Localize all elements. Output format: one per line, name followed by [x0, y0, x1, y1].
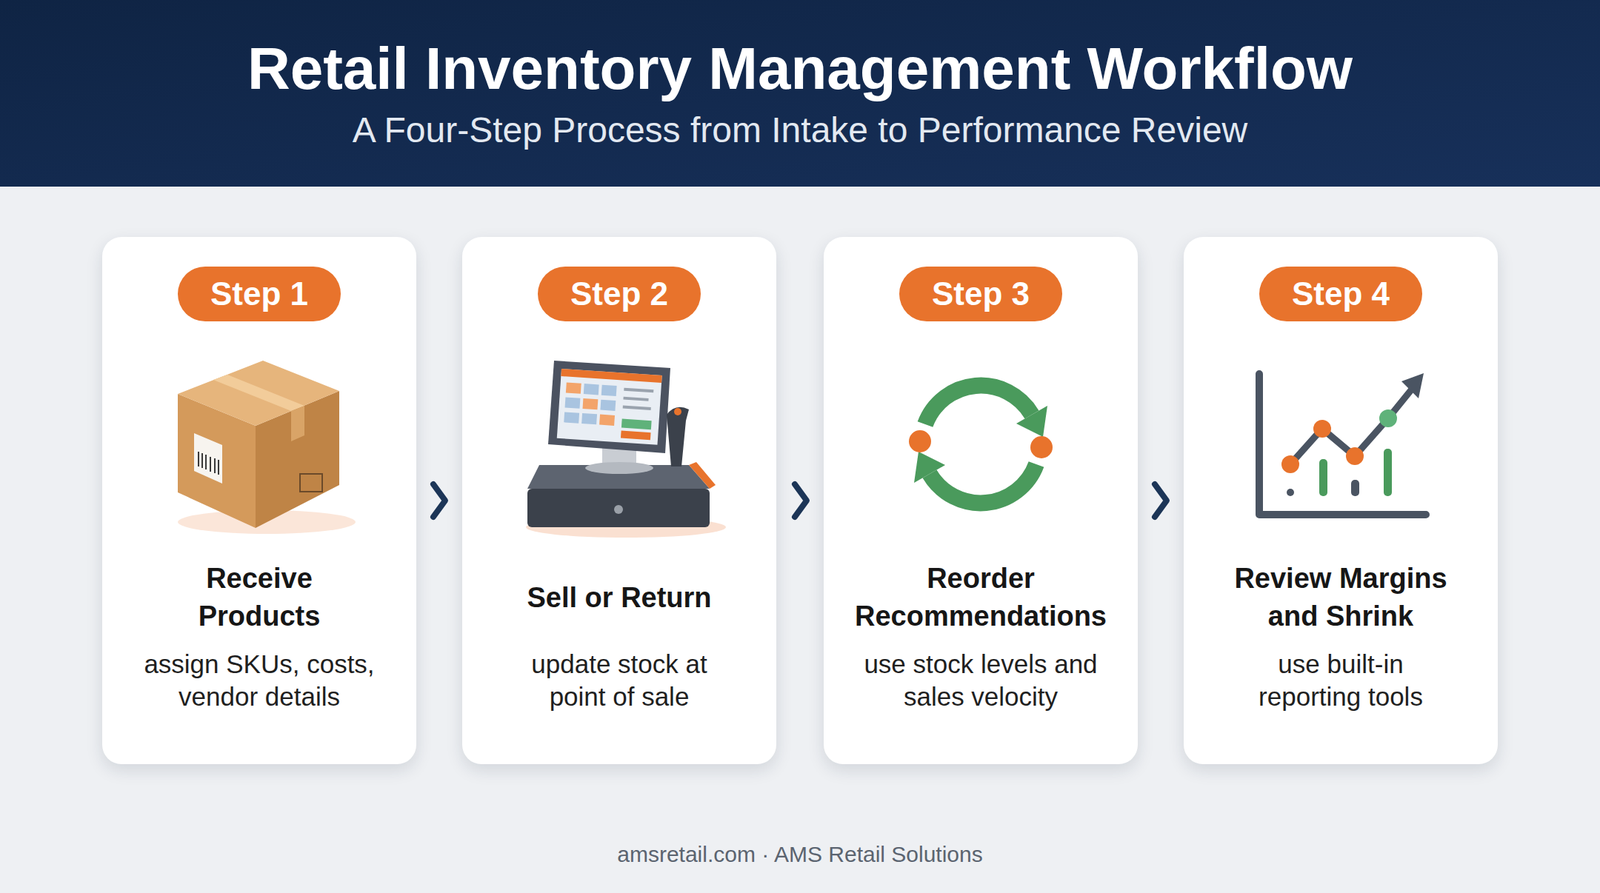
page-subtitle: A Four-Step Process from Intake to Perfo… [0, 112, 1600, 149]
step-card: Step 3 Reorder Recommendations use stock l… [823, 237, 1138, 765]
header-band [0, 0, 1600, 187]
step-description: use stock levels and sales velocity [847, 648, 1115, 714]
step-card: Step 2 Sell or Return update stock at poin… [462, 237, 777, 765]
flow-chevron [416, 500, 463, 502]
step-badge: Step 3 [899, 266, 1063, 322]
flow-chevron [1137, 500, 1184, 502]
page-title: Retail Inventory Management Workflow [0, 39, 1600, 99]
step-badge: Step 4 [1259, 266, 1423, 322]
step-description: use built-in reporting tools [1248, 648, 1434, 714]
step-heading: Receive Products [148, 560, 371, 636]
step-description: assign SKUs, costs, vendor details [125, 648, 393, 714]
step-heading: Sell or Return [526, 579, 712, 618]
step-number: Step 2 [570, 277, 669, 311]
step-badge: Step 2 [537, 266, 701, 322]
step-card: Step 1 Receive Products assign SKUs, costs… [102, 237, 417, 765]
step-number: Step 4 [1291, 277, 1390, 311]
footer-credit: amsretail.com · AMS Retail Solutions [0, 843, 1600, 866]
step-number: Step 1 [210, 277, 309, 311]
step-heading: Reorder Recommendations [854, 560, 1107, 636]
flow-chevron [776, 500, 824, 502]
step-description: update stock at point of sale [522, 648, 716, 714]
step-badge: Step 1 [177, 266, 341, 322]
step-card: Step 4 Review Margins and Shrink use built… [1183, 237, 1498, 765]
step-heading: Review Margins and Shrink [1229, 560, 1452, 636]
step-number: Step 3 [931, 277, 1030, 311]
